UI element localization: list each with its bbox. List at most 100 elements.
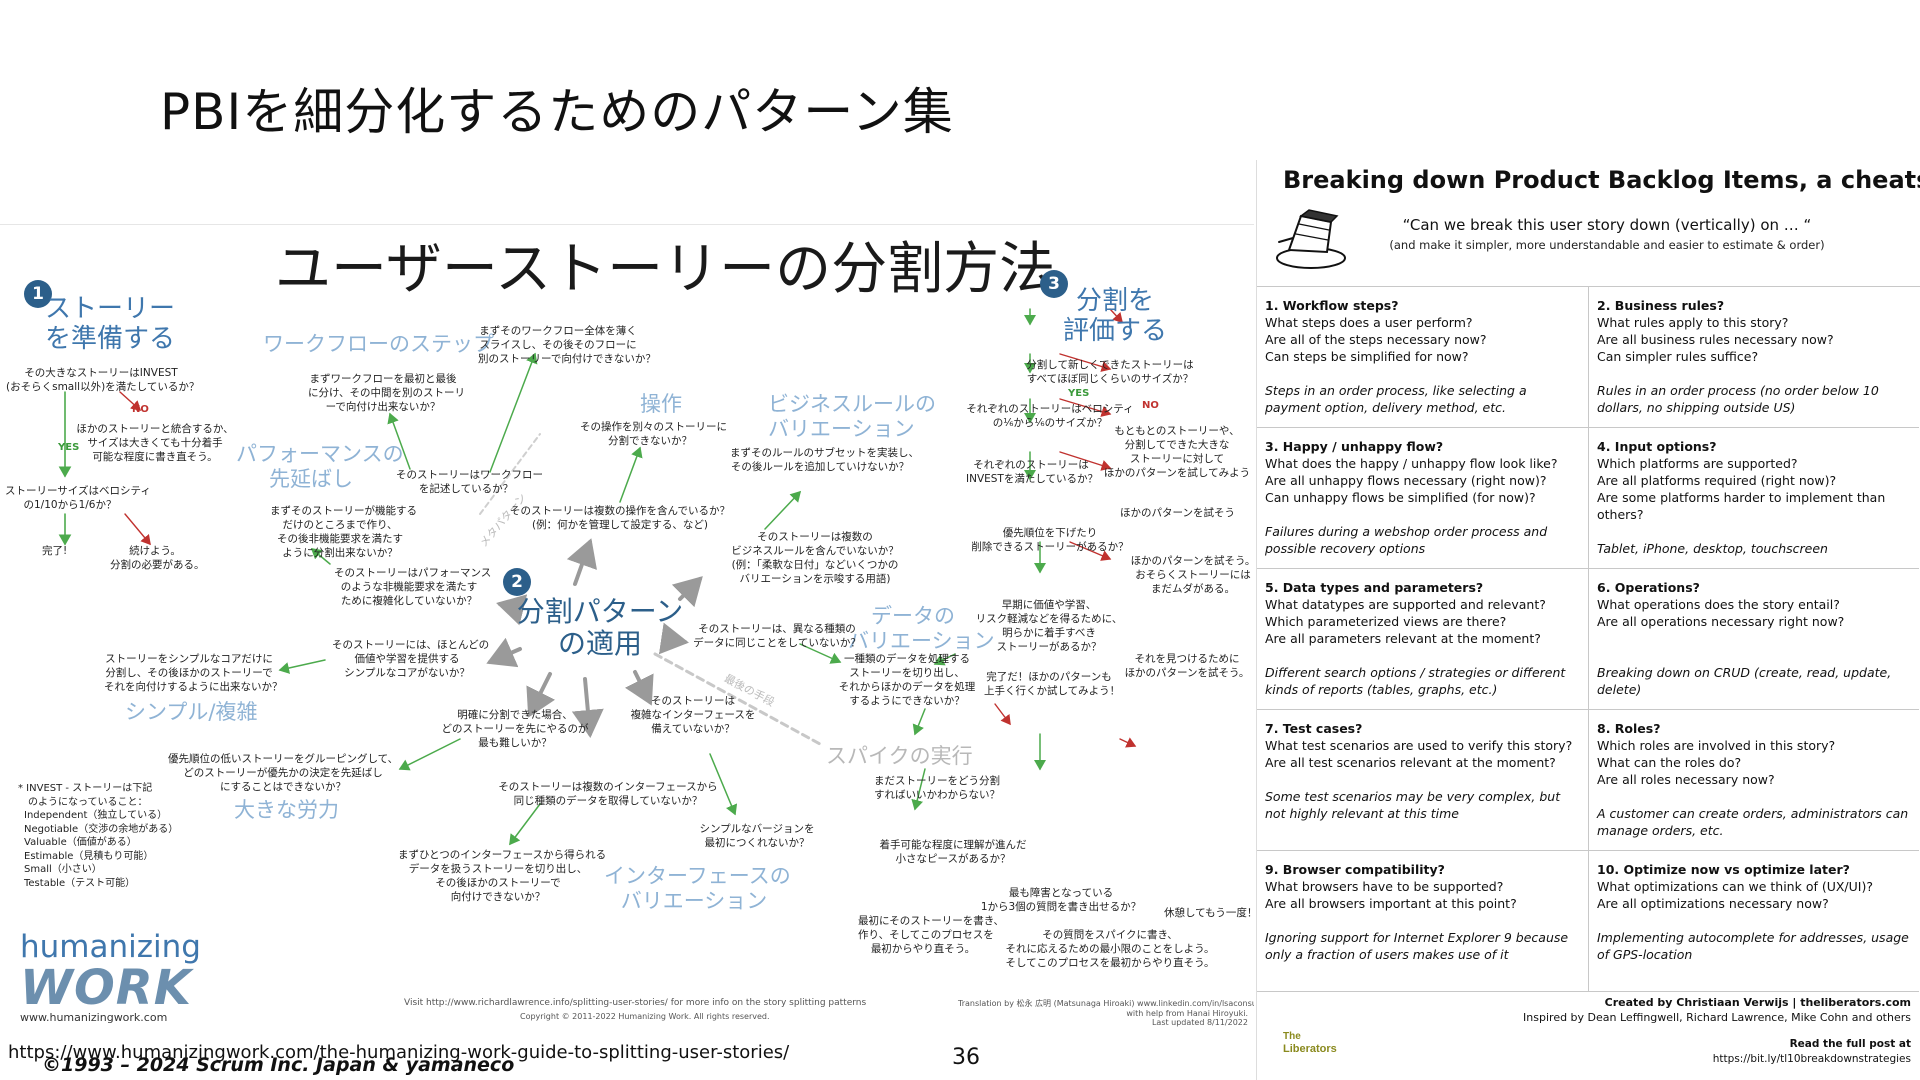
slide-title: PBIを細分化するためのパターン集 [160, 83, 954, 141]
prep-cont-a: 続けよう。 [129, 545, 181, 557]
q-simple-2: そのストーリーには、ほとんどの 価値や学習を提供する シンプルなコアがないか？ [332, 638, 489, 680]
q-performance-1: まずそのストーリーが機能する だけのところまで作り、 その後非機能要求を満たす … [270, 504, 417, 560]
eval-e6b: 削除できるストーリーがあるか？ [971, 541, 1129, 553]
q-wf1a: まずそのワークフロー全体を薄く [479, 325, 637, 337]
strategy-example: A customer can create orders, administra… [1597, 806, 1909, 838]
prep-q2b: の1/10から1/6か？ [23, 499, 117, 511]
q-performance-2: そのストーリーはパフォーマンス のような非機能要求を満たす ために複雑化していな… [334, 566, 491, 608]
copyright-note: Copyright © 2011-2022 Humanizing Work. A… [520, 1012, 770, 1021]
pattern-data-variations: データの バリエーション [848, 604, 995, 654]
q-spike-4: 休憩してもう一度！ [1164, 907, 1254, 919]
translation-c: Last updated 8/11/2022 [1151, 1018, 1248, 1027]
q-interface-4: まずひとつのインターフェースから得られる データを扱うストーリーを切り出し、 そ… [398, 848, 607, 904]
flowchart-title: ユーザーストーリーの分割方法 [275, 237, 1056, 302]
q-br1b: その後ルールを追加していけないか？ [730, 461, 910, 473]
q-workflow-3: そのストーリーはワークフロー を記述しているか？ [396, 468, 543, 496]
eval-e3a: もともとのストーリーや、 [1114, 425, 1240, 437]
q-br1a: まずそのルールのサブセットを実装し、 [730, 447, 919, 459]
strategy-question: What steps does a user perform? [1265, 315, 1473, 330]
arrow [658, 622, 689, 655]
q-br2d: バリエーションを示唆する用語) [739, 573, 891, 585]
arrow [1059, 451, 1112, 471]
visit-note: Visit http://www.richardlawrence.info/sp… [404, 998, 867, 1008]
q-interface-1: そのストーリーは 複雑なインターフェースを 備えていないか？ [628, 694, 758, 736]
strategy-cell: 3. Happy / unhappy flow? What does the h… [1257, 428, 1588, 569]
panel-divider [0, 224, 1254, 225]
strategy-example: Implementing autocomplete for addresses,… [1597, 930, 1909, 962]
q-ef1c: 最も難しいか？ [478, 737, 552, 749]
q-wf2c: ーで向付け出来ないか？ [325, 401, 441, 413]
strategy-example: Breaking down on CRUD (create, read, upd… [1597, 665, 1892, 697]
q-dv2b: ストーリーを切り出し、 [849, 667, 965, 679]
prep-done: 完了! [42, 545, 68, 557]
pattern-data-a: データの [871, 604, 955, 628]
strategy-cell: 4. Input options? Which platforms are su… [1588, 428, 1919, 569]
strategy-example: Some test scenarios may be very complex,… [1265, 789, 1561, 821]
cake-icon [1276, 209, 1346, 269]
q-wf2b: に分け、その中間を別のストーリ [308, 387, 465, 399]
step-3-line2: 評価する [1062, 316, 1167, 346]
svg-text:The: The [1283, 1031, 1301, 1042]
strategy-title: 8. Roles? [1597, 721, 1661, 736]
strategy-question: What browsers have to be supported? [1265, 879, 1504, 894]
eval-e10b: 上手く行くか試してみよう！ [984, 685, 1121, 697]
pattern-business-rules: ビジネスルールの バリエーション [768, 392, 936, 442]
strategy-question: What optimizations can we think of (UX/U… [1597, 879, 1873, 894]
q-if1b: 複雑なインターフェースを [630, 709, 756, 721]
arrow [310, 548, 331, 565]
pattern-interface-a: インターフェースの [604, 864, 791, 888]
q-dv1a: そのストーリーは、異なる種類の [698, 623, 856, 635]
strategy-question: Can simpler rules suffice? [1597, 349, 1759, 364]
cheatsheet-inspired: Inspired by Dean Leffingwell, Richard La… [1523, 1011, 1911, 1024]
short-url-link[interactable]: https://bit.ly/tl10breakdownstrategies [1712, 1053, 1911, 1065]
arrow [619, 446, 643, 503]
strategy-question: What can the roles do? [1597, 755, 1742, 770]
arrow [764, 490, 802, 530]
prep-q2a: ストーリーサイズはベロシティ [5, 485, 151, 497]
q-br2c: (例：「柔軟な日付」などいくつかの [731, 559, 899, 571]
arrow [653, 652, 822, 746]
strategy-title: 5. Data types and parameters? [1265, 580, 1484, 595]
q-wf3a: そのストーリーはワークフロー [396, 469, 543, 481]
pattern-workflow: ワークフローのステップ [263, 332, 494, 356]
pattern-business-a: ビジネスルールの [768, 392, 936, 416]
cheatsheet-quote-sub: (and make it simpler, more understandabl… [1389, 238, 1825, 252]
eval-e7a: ほかのパターンを試そう。 [1130, 555, 1254, 567]
strategy-question: What does the happy / unhappy flow look … [1265, 456, 1558, 471]
invest-l4: Negotiable（交渉の余地がある） [24, 823, 179, 835]
q-dv2a: 一種類のデータを処理する [844, 653, 970, 665]
pattern-performance: パフォーマンスの 先延ばし [236, 442, 404, 492]
prep-m1c: 可能な程度に書き直そう。 [92, 451, 218, 463]
arrow [1059, 398, 1112, 417]
q-spike-3: 最も障害となっている 1から3個の質問を書き出せるか？ [976, 886, 1146, 914]
arrow [398, 738, 461, 771]
eval-q5: ほかのパターンを試そう [1120, 507, 1235, 519]
q-sc2b: 価値や学習を提供する [354, 653, 460, 665]
step-2-line1: 分割パターン [516, 595, 684, 628]
q-if2a: そのストーリーは複数のインターフェースから [498, 781, 718, 793]
eval-e9a: それを見つけるために [1134, 653, 1240, 665]
arrow [671, 576, 703, 608]
q-if1a: そのストーリーは [651, 695, 735, 707]
pattern-major-effort: 大きな労力 [234, 798, 339, 822]
step-3-heading: 分割を 評価する [1050, 286, 1180, 346]
arrow [486, 637, 522, 668]
q-if4a: まずひとつのインターフェースから得られる [398, 849, 607, 861]
step-1-heading: ストーリー を準備する [40, 294, 180, 354]
strategy-question: What datatypes are supported and relevan… [1265, 597, 1546, 612]
eval-e1b: すべてほぼ同じくらいのサイズか？ [1026, 373, 1194, 385]
q-sc1b: 分割し、その後ほかのストーリーで [105, 667, 273, 679]
eval-e1a: 分割して新しくできたストーリーは [1026, 359, 1194, 371]
strategy-question: Can steps be simplified for now? [1265, 349, 1469, 364]
source-url-link[interactable]: https://www.humanizingwork.com/the-human… [8, 1042, 790, 1063]
eval-q10: 完了だ！ほかのパターンも 上手く行くか試してみよう！ [984, 670, 1121, 698]
q-pf2c: ために複雑化していないか？ [340, 595, 478, 607]
strategy-title: 9. Browser compatibility? [1265, 862, 1445, 877]
q-business-1: まずそのルールのサブセットを実装し、 その後ルールを追加していけないか？ [730, 446, 919, 474]
strategy-title: 2. Business rules? [1597, 298, 1725, 313]
eval-e4a: それぞれのストーリーは [973, 459, 1089, 471]
q-spike-1: まだストーリーをどう分割 すればいいかわからない？ [872, 774, 1002, 802]
q-sp1b: すればいいかわからない？ [874, 789, 1000, 801]
q-effort-2: 優先順位の低いストーリーをグルーピングして、 どのストーリーが優先かの決定を先延… [168, 752, 398, 794]
arrow [489, 352, 538, 473]
